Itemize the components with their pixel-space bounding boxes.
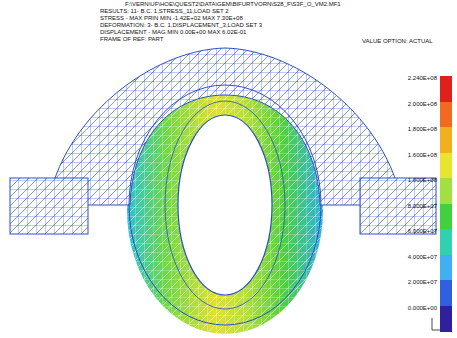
right-block-mesh xyxy=(360,178,436,234)
plot-header: FRAME OF REF: PART xyxy=(100,36,163,43)
color-bar-value: 2.000E+07 xyxy=(408,279,437,286)
color-bar-segment xyxy=(440,127,452,153)
left-block xyxy=(10,178,88,234)
plot-header: DISPLACEMENT - MAG MIN 0.00E+00 MAX 6.02… xyxy=(100,29,246,36)
file-path: F:\VERN\UF\HOE\QUEST2\DATA\GEM\BIFURTVOR… xyxy=(125,1,341,8)
color-bar-segment xyxy=(440,204,452,230)
color-bar-value: 2.240E+08 xyxy=(408,75,437,82)
color-bar-segment xyxy=(440,255,452,281)
color-bar-value: 6.000E+07 xyxy=(408,228,437,235)
color-bar-value: 4.000E+07 xyxy=(408,254,437,261)
saddle-housing xyxy=(48,48,402,325)
color-bar-value: 8.000E+07 xyxy=(408,203,437,210)
plot-header: STRESS - MAX PRIN MIN -1.42E+02 MAX 7.30… xyxy=(100,15,243,22)
color-bar-value: 1.800E+08 xyxy=(408,126,437,133)
left-block-mesh xyxy=(10,178,88,234)
plot-header: RESULTS: 11- B.C. 1,STRESS_11,LOAD SET 2 xyxy=(100,8,229,15)
color-bar-value: 1.600E+08 xyxy=(408,152,437,159)
color-bar-segment xyxy=(440,280,452,306)
color-bar-segment xyxy=(440,229,452,255)
color-bar-segment xyxy=(440,178,452,204)
plot-header: VALUE OPTION: ACTUAL xyxy=(362,38,433,45)
color-bar-value: 0.000E+00 xyxy=(408,305,437,312)
bore-hole xyxy=(178,115,272,295)
color-bar-value: 2.000E+08 xyxy=(408,101,437,108)
color-bar-segment xyxy=(440,76,452,102)
plot-header: DEFORMATION: 3- B.C. 1,DISPLACEMENT_3,LO… xyxy=(100,22,262,29)
color-bar-segment xyxy=(440,306,452,332)
color-bar-segment xyxy=(440,102,452,128)
color-bar-segment xyxy=(440,153,452,179)
right-block xyxy=(360,178,436,234)
color-bar-value: 1.000E+08 xyxy=(408,177,437,184)
